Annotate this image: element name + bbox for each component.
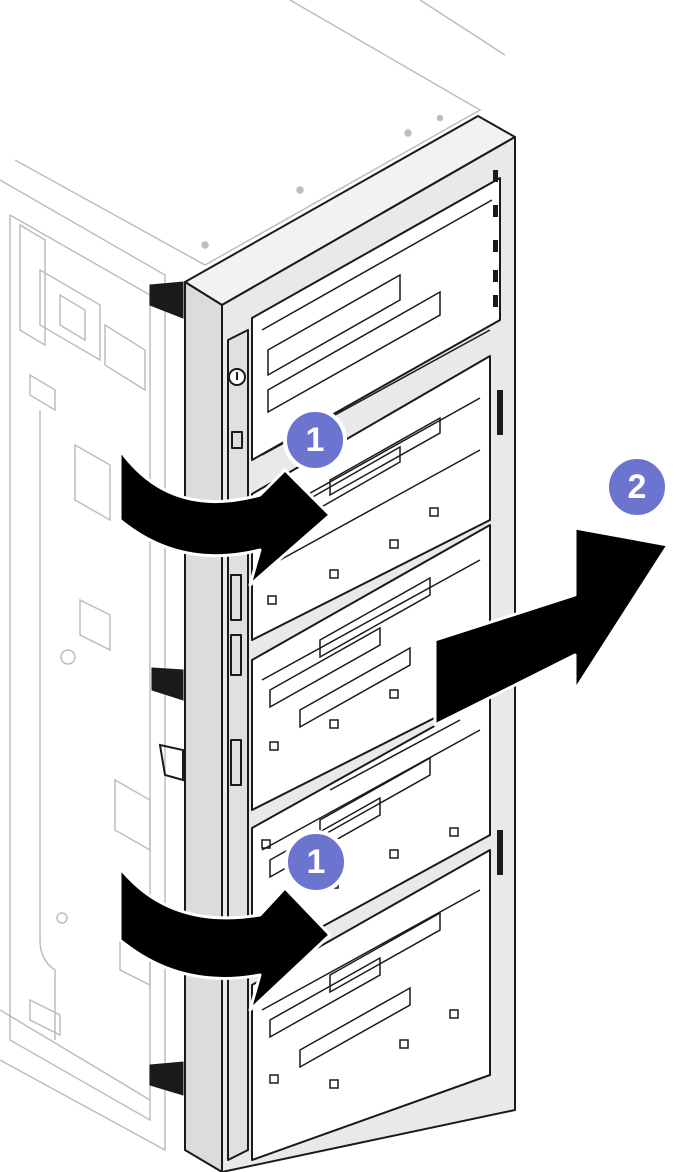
power-button-icon: [228, 368, 246, 386]
callout-label: 1: [306, 421, 325, 459]
callout-step-2: 2: [605, 455, 669, 519]
curved-arrow-icon: [118, 448, 332, 587]
straight-arrow-icon: [433, 526, 670, 727]
bezel-retaining-tabs: [149, 281, 184, 1096]
callout-label: 2: [628, 468, 647, 506]
callout-label: 1: [307, 843, 326, 881]
curved-arrow-icon: [118, 866, 332, 1012]
callout-step-1-lower: 1: [284, 830, 348, 894]
bezel-latch-slots: [493, 170, 503, 875]
server-chassis: [0, 0, 506, 1152]
callout-step-1-upper: 1: [283, 408, 347, 472]
